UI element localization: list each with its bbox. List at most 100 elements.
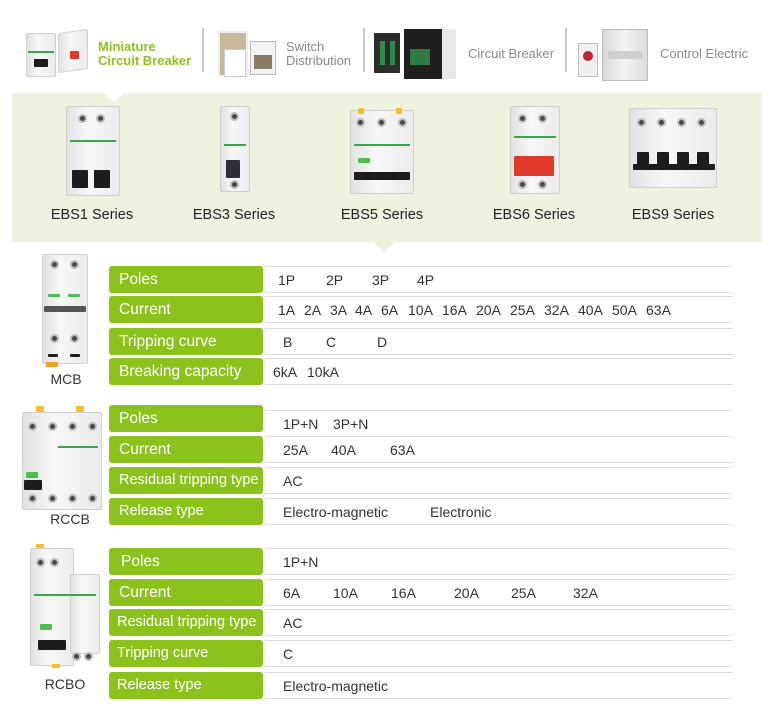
spec-value: 40A: [578, 302, 603, 318]
spec-value: 25A: [510, 302, 535, 318]
divider: [363, 28, 365, 72]
spec-values: Electro-magnetic: [265, 672, 733, 699]
spec-value: 20A: [476, 302, 501, 318]
spec-values: 6A 10A 16A 20A 25A 32A: [265, 579, 733, 606]
category-circuit-breaker[interactable]: Circuit Breaker: [374, 24, 554, 84]
mcb-image: [42, 254, 90, 367]
spec-value: 10A: [333, 585, 358, 601]
rcbo-row-current: Current 6A 10A 16A 20A 25A 32A: [109, 579, 733, 606]
spec-value: 1P+N: [283, 554, 319, 570]
category-miniature-circuit-breaker[interactable]: Miniature Circuit Breaker: [24, 24, 191, 84]
spec-value: 63A: [390, 442, 415, 458]
spec-value: 20A: [454, 585, 479, 601]
series-name: EBS9 Series: [631, 207, 715, 223]
distribution-box-icon: [216, 25, 280, 83]
ebs3-breaker-image: [214, 100, 254, 200]
spec-values: AC: [265, 609, 733, 636]
spec-value: 32A: [544, 302, 569, 318]
mcb-product-icon: [24, 25, 92, 83]
spec-label: Tripping curve: [109, 328, 263, 355]
spec-value: 10A: [408, 302, 433, 318]
spec-value: C: [326, 334, 337, 350]
spec-value: Electro-magnetic: [283, 504, 389, 520]
category-label: Control Electric: [660, 47, 748, 61]
category-label: Circuit Breaker: [468, 47, 554, 61]
category-label-line1: Circuit Breaker: [468, 46, 554, 61]
active-series-pointer: [373, 242, 395, 252]
spec-value: 25A: [283, 442, 308, 458]
spec-value: 32A: [573, 585, 598, 601]
spec-value: 3P+N: [333, 416, 369, 432]
spec-value: 50A: [612, 302, 637, 318]
ebs6-breaker-image: [504, 100, 564, 200]
rccb-row-release-type: Release type Electro-magnetic Electronic: [109, 498, 733, 525]
series-item-ebs5[interactable]: EBS5 Series: [317, 100, 447, 223]
series-name: EBS5 Series: [340, 207, 424, 223]
mcb-row-breaking-capacity: Breaking capacity 6kA 10kA: [109, 358, 733, 385]
mcb-row-tripping-curve: Tripping curve B C D: [109, 328, 733, 355]
series-name: EBS1 Series: [50, 207, 134, 223]
rccb-image: [22, 406, 102, 510]
ebs9-breaker-image: [627, 100, 719, 200]
spec-label: Current: [109, 436, 263, 463]
spec-value: 10kA: [307, 364, 339, 380]
spec-label: Poles: [109, 405, 263, 432]
rcbo-image: [30, 544, 100, 670]
spec-value: AC: [283, 473, 303, 489]
spec-value: 6A: [381, 302, 399, 318]
spec-value: 16A: [442, 302, 467, 318]
spec-value: D: [377, 334, 388, 350]
spec-values: Electro-magnetic Electronic: [265, 498, 733, 525]
spec-label: Current: [109, 579, 263, 606]
spec-value: AC: [283, 615, 303, 631]
spec-value: 25A: [511, 585, 536, 601]
rcbo-row-tripping-curve: Tripping curve C: [109, 640, 733, 667]
product-name-rccb: RCCB: [50, 511, 90, 527]
rcbo-row-poles: Poles 1P+N: [109, 548, 733, 575]
category-label-line1: Switch: [286, 39, 325, 54]
series-name: EBS6 Series: [492, 207, 576, 223]
spec-values: 6kA 10kA: [265, 358, 733, 385]
spec-value: Electro-magnetic: [283, 678, 389, 694]
spec-values: 1P+N 3P+N: [265, 410, 733, 437]
spec-values: 1P+N: [265, 548, 733, 575]
series-name: EBS3 Series: [192, 207, 276, 223]
spec-values: 25A 40A 63A: [265, 436, 733, 463]
spec-values: AC: [265, 467, 733, 494]
spec-label: Release type: [109, 672, 263, 699]
spec-value: B: [283, 334, 293, 350]
spec-label: Release type: [109, 498, 263, 525]
category-label-line2: Distribution: [286, 53, 352, 68]
category-switch-distribution[interactable]: Switch Distribution: [216, 24, 351, 84]
spec-value: 4P: [417, 272, 435, 288]
category-label-line2: Circuit Breaker: [98, 53, 192, 68]
spec-value: 3P: [372, 272, 390, 288]
category-label-line1: Miniature: [98, 39, 156, 54]
ebs5-breaker-image: [346, 100, 418, 200]
rcbo-row-residual-tripping-type: Residual tripping type AC: [109, 609, 733, 636]
divider: [565, 28, 567, 72]
spec-value: 2P: [326, 272, 344, 288]
ebs1-breaker-image: [60, 100, 124, 200]
series-item-ebs9[interactable]: EBS9 Series: [608, 100, 738, 223]
mcb-row-poles: Poles 1P 2P 3P 4P: [109, 266, 733, 293]
series-item-ebs6[interactable]: EBS6 Series: [469, 100, 599, 223]
spec-value: 6kA: [273, 364, 298, 380]
active-category-pointer: [103, 92, 125, 102]
series-item-ebs1[interactable]: EBS1 Series: [27, 100, 157, 223]
product-name-mcb: MCB: [50, 371, 82, 387]
category-label: Switch Distribution: [286, 40, 351, 68]
category-control-electric[interactable]: Control Electric: [576, 24, 748, 84]
spec-value: 3A: [330, 302, 348, 318]
series-item-ebs3[interactable]: EBS3 Series: [169, 100, 299, 223]
category-label-line1: Control Electric: [660, 46, 749, 61]
rccb-row-poles: Poles 1P+N 3P+N: [109, 405, 733, 437]
contactor-product-icon: [576, 25, 652, 83]
spec-label: Poles: [109, 548, 263, 575]
spec-values: 1P 2P 3P 4P: [265, 266, 733, 293]
product-name-rcbo: RCBO: [44, 676, 86, 692]
spec-label: Residual tripping type: [109, 467, 263, 494]
spec-label: Residual tripping type: [109, 609, 263, 636]
spec-values: B C D: [265, 328, 733, 355]
spec-value: C: [283, 646, 294, 662]
